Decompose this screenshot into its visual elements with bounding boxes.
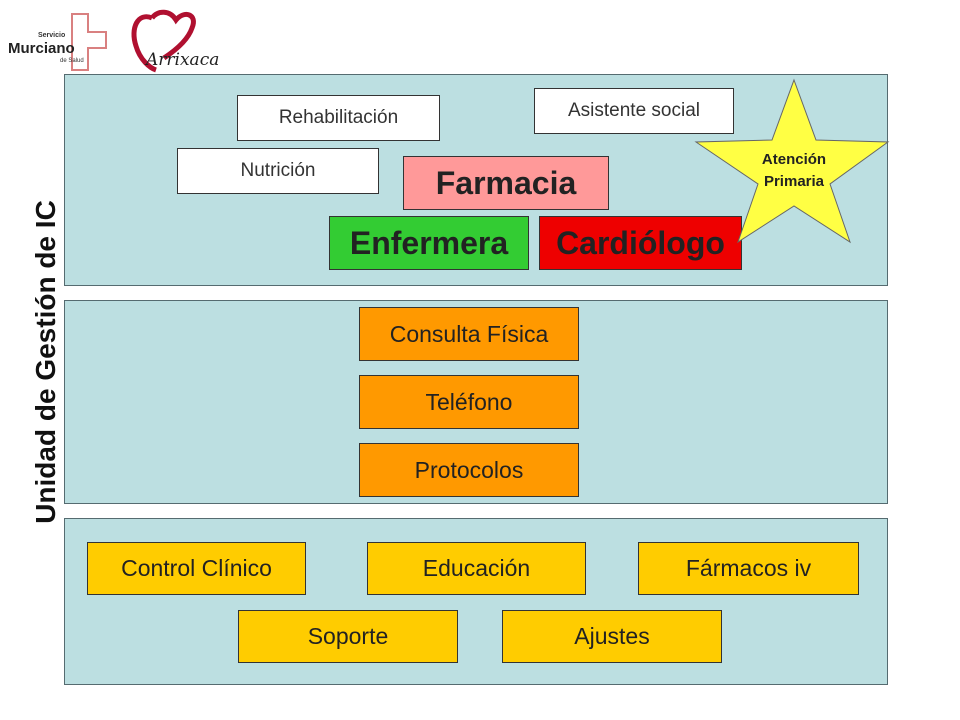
telefono-box: Teléfono [359,375,579,429]
ajustes-box: Ajustes [502,610,722,663]
cardiologo-box: Cardiólogo [539,216,742,270]
control-clinico-box: Control Clínico [87,542,306,595]
smc-logo-line3: de Salud [60,58,84,64]
farmacos-iv-box: Fármacos iv [638,542,859,595]
smc-logo: Servicio Murciano de Salud [8,12,110,74]
heart-icon [131,9,196,73]
star-label-line1: Atención [762,151,826,168]
protocolos-box: Protocolos [359,443,579,497]
smc-logo-line1: Servicio [38,32,66,39]
star-label-line2: Primaria [764,173,825,190]
rehabilitacion-box: Rehabilitación [237,95,440,141]
atencion-primaria-star: Atención Primaria [694,78,890,244]
educacion-box: Educación [367,542,586,595]
arrixaca-logo: Arrixaca [128,6,228,74]
nutricion-box: Nutrición [177,148,379,194]
asistente-social-box: Asistente social [534,88,734,134]
smc-logo-line2: Murciano [8,40,75,57]
smc-cross-icon [71,13,107,71]
arrixaca-wordmark: Arrixaca [146,50,220,70]
soporte-box: Soporte [238,610,458,663]
consulta-fisica-box: Consulta Física [359,307,579,361]
enfermera-box: Enfermera [329,216,529,270]
farmacia-box: Farmacia [403,156,609,210]
side-title: Unidad de Gestión de IC [30,200,61,524]
